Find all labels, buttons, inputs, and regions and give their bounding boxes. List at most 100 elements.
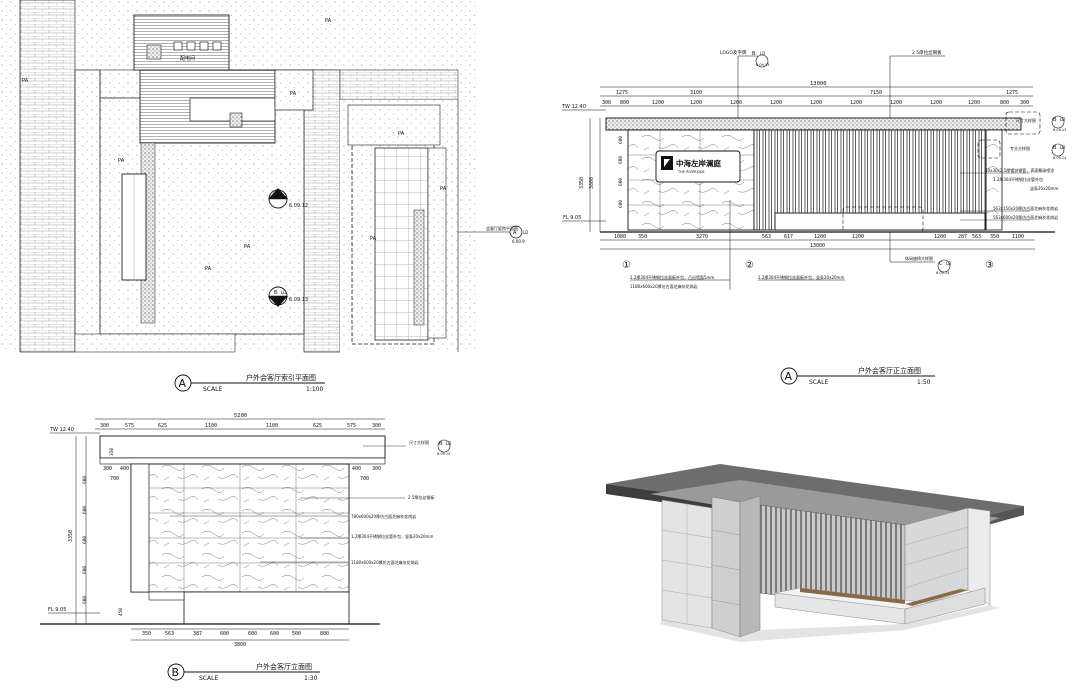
- plan-tag-c-letter: A: [513, 230, 517, 236]
- plan-title: 户外会客厅索引平面图: [246, 373, 316, 382]
- front-dim-r2-1: 800: [620, 100, 629, 106]
- side-title: 户外会客厅立面图: [256, 662, 312, 671]
- plan-pa-7: PA: [22, 78, 29, 84]
- side-bdim-0: 350: [142, 631, 151, 637]
- side-dim-mid-6: 400: [352, 466, 361, 472]
- front-bdim-7: 1200: [934, 234, 946, 240]
- side-fl-label: FL 9.05: [48, 607, 66, 613]
- front-tag3-sheet: 6.09.14: [1053, 156, 1067, 160]
- side-note-3: 1.2厚304不锈钢拉丝管外包，竖条20x20mm: [351, 533, 433, 539]
- front-title: 户外会客厅正立面图: [858, 366, 921, 375]
- side-hdim-2: 600: [82, 506, 88, 514]
- plan-tag-a-letter: A: [274, 193, 278, 199]
- front-bdim-10: 350: [990, 234, 999, 240]
- front-note-b3: 休闲座椅大样图: [905, 255, 933, 261]
- side-dim-mid-1: 400: [120, 466, 129, 472]
- side-dim-total: 5200: [234, 413, 247, 419]
- front-note-b2: 1.2厚304不锈钢拉丝面板外包，竖条20x20mm: [758, 274, 844, 280]
- front-dim-r2-9: 1200: [930, 100, 942, 106]
- front-tag0-letter: B: [752, 51, 756, 57]
- plan-pa-1: PA: [325, 18, 332, 24]
- side-note-0: 尺寸大样图: [409, 439, 429, 445]
- plan-tag-c-sheet: 6.09.9: [512, 239, 525, 244]
- plan-scale-value: 1:100: [306, 386, 323, 393]
- side-bdim-total: 3800: [234, 642, 246, 648]
- side-dim-top-3: 1100: [205, 423, 217, 429]
- plan-tag-b-letter: B: [274, 290, 278, 296]
- plan-pa-8: PA: [440, 186, 447, 192]
- front-dim-r2-6: 1200: [810, 100, 822, 106]
- plan-tag-a-sheet: 6.09.12: [289, 203, 308, 209]
- plan-tag-b-sheet: 6.09.13: [289, 297, 308, 303]
- front-tag3-letter: B: [1053, 145, 1057, 151]
- side-bdim-7: 800: [320, 631, 329, 637]
- front-bdim-9: 563: [972, 234, 981, 240]
- front-elevation: 13000 1275 3100 7150 1275 300 800 1200 1…: [561, 49, 1067, 290]
- plan-title-marker: A: [179, 377, 187, 390]
- plan-scale-label: SCALE: [203, 386, 222, 393]
- side-title-block: B 户外会客厅立面图 SCALE 1:30: [167, 662, 320, 682]
- plan-room-label: 配电间: [180, 55, 195, 62]
- front-scale-value: 1:50: [917, 379, 931, 386]
- plan-tag-b-ref: LD: [281, 290, 286, 295]
- front-tag2-ref: LD: [946, 261, 951, 266]
- front-note-r2: 50x30x2.5厚镀锌钢管，表面氟碳喷涂: [985, 167, 1054, 173]
- front-bdim-total: 13000: [810, 243, 825, 249]
- plan-tag-a-ref: LD: [281, 193, 286, 198]
- front-dim-r2-0: 300: [602, 100, 611, 106]
- front-dim-r1-2: 7150: [870, 90, 882, 96]
- front-dim-r2-3: 1200: [690, 100, 702, 106]
- side-dim-top-2: 625: [158, 423, 167, 429]
- front-note-b1: 1180x600x20厚仿古面芝麻灰花岗岩: [630, 283, 698, 289]
- front-grid-3: ③: [985, 260, 994, 271]
- front-tag2-letter: C: [939, 261, 943, 267]
- front-logo-en: THE RIVERSIDE: [677, 170, 705, 174]
- front-logo-cn: 中海左岸澜庭: [676, 158, 721, 168]
- front-bdim-8: 287: [958, 234, 967, 240]
- front-tag2-sheet: 6.09.14: [936, 271, 950, 275]
- front-note-r4: 竖条20x20mm: [1030, 185, 1058, 191]
- side-bdim-4: 600: [248, 631, 257, 637]
- side-hdim-1: 600: [82, 476, 88, 484]
- side-dim-700-a: 700: [110, 476, 119, 482]
- front-dim-r1-0: 1275: [616, 90, 628, 96]
- side-bdim-5: 600: [270, 631, 279, 637]
- side-tag-letter: B: [439, 441, 443, 447]
- side-tag-sheet: 6.09.10: [437, 452, 450, 456]
- front-dim-r1-3: 1275: [1006, 90, 1018, 96]
- side-dim-700-b: 700: [360, 476, 369, 482]
- side-elevation: 5200 300 575 625 1100 1100 625 575 300 T…: [40, 413, 451, 648]
- front-tag1-ref: LD: [1060, 117, 1065, 122]
- plan-section-marks: [268, 188, 288, 307]
- side-dim-top-6: 575: [347, 423, 356, 429]
- side-note-1: 2.5厚拉丝钢板: [408, 494, 434, 500]
- side-dim-top-4: 1100: [266, 423, 278, 429]
- front-tag0-sheet: 6.09.13: [756, 63, 769, 67]
- front-scale-label: SCALE: [809, 379, 828, 386]
- front-bdim-3: 563: [762, 234, 771, 240]
- front-bdim-1: 350: [638, 234, 647, 240]
- side-dim-top-0: 300: [100, 423, 109, 429]
- plan-tag-c-ref: LD: [523, 230, 528, 235]
- side-note-2: 780x600x20厚仿古面芝麻灰花岗岩: [351, 513, 416, 519]
- front-grid-1: ①: [622, 260, 631, 271]
- side-hdim-5: 600: [82, 596, 88, 604]
- front-dim-r2-4: 1200: [730, 100, 742, 106]
- front-note-r3: 1.2厚304不锈钢拉丝管外包: [993, 176, 1043, 182]
- front-fl-label: FL 9.05: [563, 215, 581, 221]
- side-scale-label: SCALE: [199, 675, 218, 682]
- front-hdim-3: 600: [618, 156, 624, 164]
- front-hdim-2: 600: [618, 136, 624, 144]
- side-bdim-1: 563: [165, 631, 174, 637]
- side-hdim-3: 600: [82, 536, 88, 544]
- front-note-r0: 尺寸大样图: [1016, 117, 1036, 123]
- front-bdim-6: 1200: [852, 234, 864, 240]
- front-hdim-0: 3350: [579, 177, 585, 189]
- side-dim-mid-7: 300: [372, 466, 381, 472]
- side-hdim-7: 350: [109, 448, 115, 456]
- front-callout-top: 2.5厚拉丝钢板: [912, 49, 942, 56]
- front-note-r1: 专业大样图: [1010, 145, 1030, 151]
- front-note-r6: 563x600x20厚仿古面芝麻灰花岗岩: [993, 214, 1058, 220]
- front-dim-r2-7: 1200: [850, 100, 862, 106]
